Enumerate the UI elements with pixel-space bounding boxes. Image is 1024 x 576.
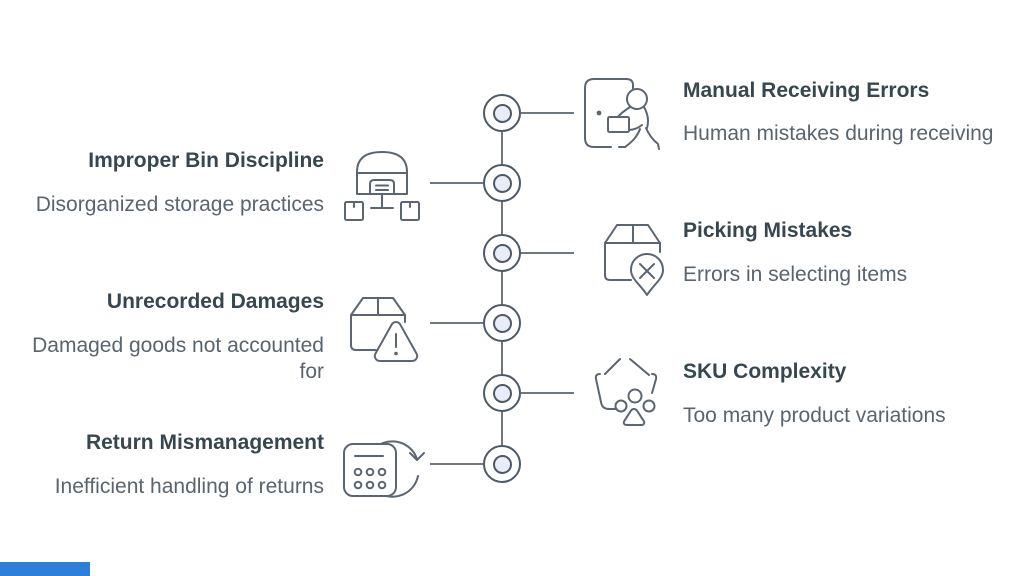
item-description: Disorganized storage practices (35, 193, 324, 216)
bottom-accent-bar (0, 562, 90, 576)
item-title: Improper Bin Discipline (88, 149, 324, 172)
door-person-carrying-box-icon (574, 71, 662, 157)
item-description: Inefficient handling of returns (54, 475, 324, 498)
timeline-node-4-inner (492, 313, 512, 333)
timeline-node-3-inner (492, 243, 512, 263)
item-title: Return Mismanagement (85, 431, 324, 454)
connector-left-4 (430, 322, 483, 324)
timeline-node-2 (483, 164, 521, 202)
item-title: SKU Complexity (683, 360, 847, 383)
timeline-node-1-inner (492, 103, 512, 123)
box-warning-triangle-icon (350, 297, 419, 362)
item-description: Errors in selecting items (683, 263, 908, 286)
timeline-node-3 (483, 234, 521, 272)
item-description: Too many product variations (683, 404, 946, 427)
calculator-refresh-icon (340, 430, 425, 504)
connector-right-1 (521, 112, 574, 114)
item-description: Damaged goods not accounted for (32, 334, 324, 383)
timeline-node-5 (483, 374, 521, 412)
box-location-pin-x-icon (593, 212, 673, 298)
timeline-node-1 (483, 94, 521, 132)
item-description: Human mistakes during receiving (683, 122, 994, 145)
connector-left-2 (430, 182, 483, 184)
door-person-carrying-box-icon (584, 78, 660, 150)
box-location-pin-x-icon (604, 224, 664, 296)
basket-with-items-icon (589, 354, 663, 432)
timeline-node-6 (483, 445, 521, 483)
connector-right-3 (521, 252, 574, 254)
box-warning-triangle-icon (340, 285, 422, 369)
connector-right-5 (521, 392, 574, 394)
warehouse-with-bins-icon (344, 151, 420, 221)
item-title: Manual Receiving Errors (683, 79, 930, 102)
item-title: Unrecorded Damages (106, 290, 324, 313)
connector-left-6 (430, 463, 483, 465)
timeline-spine (501, 113, 503, 464)
warehouse-with-bins-icon (341, 146, 423, 224)
timeline-node-4 (483, 304, 521, 342)
basket-with-items-icon (594, 358, 658, 426)
calculator-refresh-icon (343, 440, 425, 498)
timeline-node-6-inner (492, 454, 512, 474)
timeline-node-5-inner (492, 383, 512, 403)
item-title: Picking Mistakes (683, 219, 853, 242)
timeline-node-2-inner (492, 173, 512, 193)
